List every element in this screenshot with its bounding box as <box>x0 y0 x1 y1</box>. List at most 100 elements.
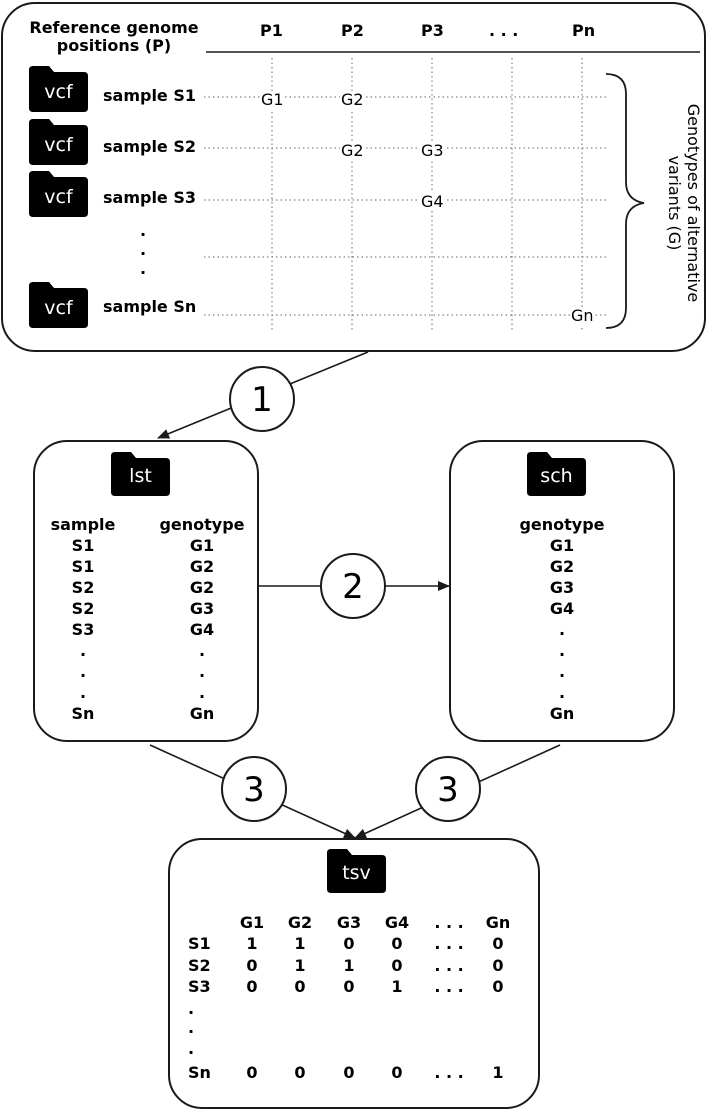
tsv-header-cell: G3 <box>336 913 362 932</box>
step-1-marker: 1 <box>229 366 295 432</box>
lst-genotype-header: genotype <box>159 515 245 534</box>
tsv-header-cell: G4 <box>384 913 410 932</box>
lst-genotype-cell: G4 <box>189 620 215 639</box>
lst-sample-cell: . <box>79 641 87 660</box>
lst-genotype-cell: . <box>198 641 206 660</box>
tsv-header-cell: G1 <box>239 913 265 932</box>
genotype-cell: G2 <box>340 141 365 160</box>
position-label-p1: P1 <box>260 21 283 40</box>
tsv-cell: 0 <box>492 977 504 996</box>
tsv-cell: . . . <box>434 934 464 953</box>
genotype-cell: Gn <box>570 306 595 325</box>
tsv-cell: 0 <box>492 956 504 975</box>
tsv-row-label: . <box>188 999 195 1018</box>
vcf-file-icon: vcf <box>29 171 88 217</box>
lst-sample-cell: S2 <box>71 578 95 597</box>
genotype-brace <box>605 73 645 329</box>
lst-genotype-cell: . <box>198 683 206 702</box>
tsv-cell: 0 <box>294 977 306 996</box>
tsv-file-icon: tsv <box>327 849 386 893</box>
lst-genotype-cell: G3 <box>189 599 215 618</box>
sch-file-icon: sch <box>527 452 586 496</box>
lst-genotype-cell: Gn <box>189 704 215 723</box>
tsv-cell: 0 <box>391 1063 403 1082</box>
step-2-marker: 2 <box>320 553 386 619</box>
lst-sample-cell: Sn <box>71 704 95 723</box>
tsv-row-label: Sn <box>188 1063 211 1082</box>
genotype-brace-label: Genotypes of alternative variants (G) <box>665 103 703 303</box>
tsv-cell: 1 <box>492 1063 504 1082</box>
tsv-cell: 0 <box>246 956 258 975</box>
genotype-cell: G4 <box>420 192 445 211</box>
position-label-ellipsis: . . . <box>489 21 519 40</box>
genotype-cell: G1 <box>260 90 285 109</box>
tsv-cell: 0 <box>492 934 504 953</box>
sample-label: sample S2 <box>103 137 197 156</box>
tsv-header-cell: . . . <box>434 913 464 932</box>
reference-genome-header: Reference genome positions (P) <box>29 18 199 55</box>
position-label-p3: P3 <box>421 21 444 40</box>
tsv-row-label: S2 <box>188 956 211 975</box>
position-label-pn: Pn <box>572 21 596 40</box>
lst-sample-cell: S3 <box>71 620 95 639</box>
sch-genotype-cell: . <box>558 620 566 639</box>
vcf-file-icon: vcf <box>29 66 88 112</box>
lst-genotype-cell: G1 <box>189 536 215 555</box>
lst-genotype-cell: . <box>198 662 206 681</box>
lst-sample-cell: S1 <box>71 557 95 576</box>
sch-genotype-cell: G1 <box>549 536 575 555</box>
tsv-cell: . . . <box>434 956 464 975</box>
sample-label: sample S3 <box>103 188 197 207</box>
step-3-marker: 3 <box>415 756 481 822</box>
tsv-cell: . . . <box>434 977 464 996</box>
tsv-cell: 1 <box>294 956 306 975</box>
tsv-cell: 1 <box>294 934 306 953</box>
vcf-file-icon: vcf <box>29 119 88 165</box>
lst-genotype-cell: G2 <box>189 578 215 597</box>
sample-ellipsis-dot: . <box>140 221 147 240</box>
tsv-cell: 0 <box>343 1063 355 1082</box>
tsv-header-cell: Gn <box>485 913 511 932</box>
vcf-input-panel <box>1 2 706 352</box>
sample-ellipsis-dot: . <box>140 240 147 259</box>
tsv-row-label: S1 <box>188 934 211 953</box>
tsv-cell: 1 <box>391 977 403 996</box>
lst-sample-header: sample <box>50 515 116 534</box>
step-3-marker: 3 <box>221 756 287 822</box>
tsv-cell: 0 <box>343 977 355 996</box>
tsv-row-label: . <box>188 1018 195 1037</box>
position-label-p2: P2 <box>341 21 364 40</box>
sch-genotype-cell: G4 <box>549 599 575 618</box>
sample-ellipsis-dot: . <box>140 259 147 278</box>
tsv-cell: 0 <box>246 1063 258 1082</box>
sch-genotype-cell: . <box>558 683 566 702</box>
sch-genotype-cell: G2 <box>549 557 575 576</box>
lst-sample-cell: S1 <box>71 536 95 555</box>
tsv-cell: 0 <box>246 977 258 996</box>
lst-genotype-cell: G2 <box>189 557 215 576</box>
tsv-cell: 0 <box>391 934 403 953</box>
sch-genotype-header: genotype <box>519 515 605 534</box>
tsv-cell: 0 <box>294 1063 306 1082</box>
sch-genotype-cell: . <box>558 641 566 660</box>
tsv-header-cell: G2 <box>287 913 313 932</box>
sch-genotype-cell: . <box>558 662 566 681</box>
tsv-cell: 0 <box>391 956 403 975</box>
tsv-cell: 1 <box>246 934 258 953</box>
tsv-row-label: S3 <box>188 977 211 996</box>
lst-sample-cell: S2 <box>71 599 95 618</box>
sample-label: sample Sn <box>103 297 197 316</box>
sch-genotype-cell: Gn <box>549 704 575 723</box>
sample-label: sample S1 <box>103 86 197 105</box>
tsv-row-label: . <box>188 1039 195 1058</box>
tsv-cell: . . . <box>434 1063 464 1082</box>
tsv-cell: 1 <box>343 956 355 975</box>
genotype-cell: G3 <box>420 141 445 160</box>
vcf-file-icon: vcf <box>29 282 88 328</box>
sch-genotype-cell: G3 <box>549 578 575 597</box>
lst-sample-cell: . <box>79 683 87 702</box>
tsv-cell: 0 <box>343 934 355 953</box>
genotype-cell: G2 <box>340 90 365 109</box>
lst-file-icon: lst <box>111 452 170 496</box>
lst-sample-cell: . <box>79 662 87 681</box>
